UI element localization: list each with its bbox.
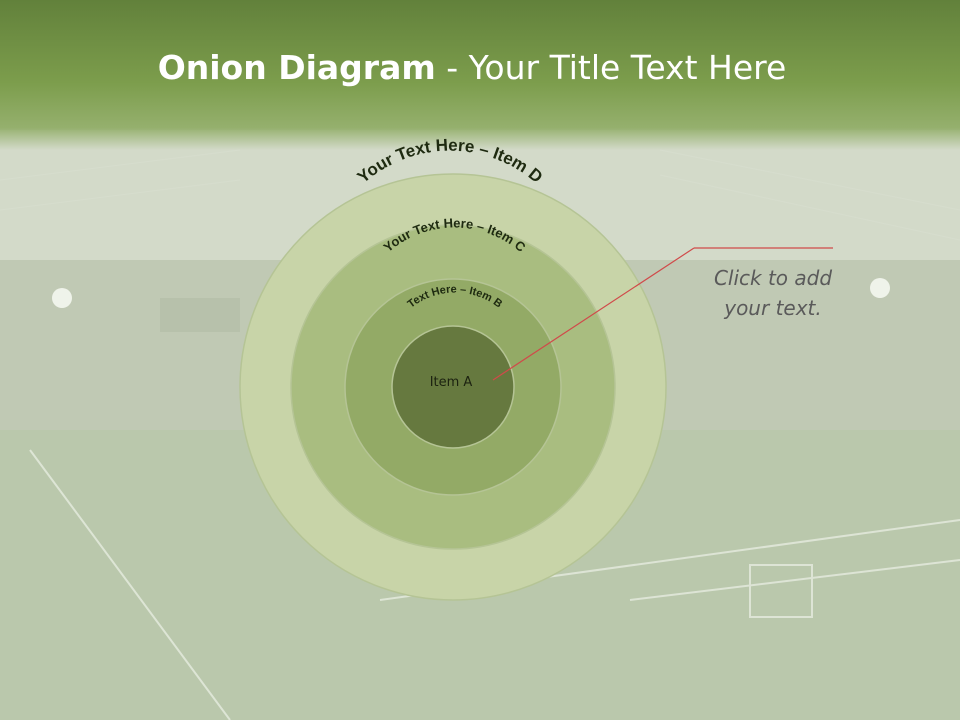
callout-line-1: Click to add [713, 266, 833, 290]
slide-title[interactable]: Onion Diagram - Your Title Text Here [0, 48, 944, 87]
callout-text[interactable]: Click to add your text. [690, 263, 856, 323]
title-bar: Onion Diagram - Your Title Text Here [0, 0, 960, 150]
ring-label-a: Item A [430, 375, 473, 390]
title-bold: Onion Diagram [157, 48, 436, 87]
callout-line [492, 247, 833, 381]
callout-line-2: your text. [724, 296, 822, 320]
ring-item-a[interactable] [391, 325, 515, 449]
title-rest: - Your Title Text Here [435, 48, 787, 87]
